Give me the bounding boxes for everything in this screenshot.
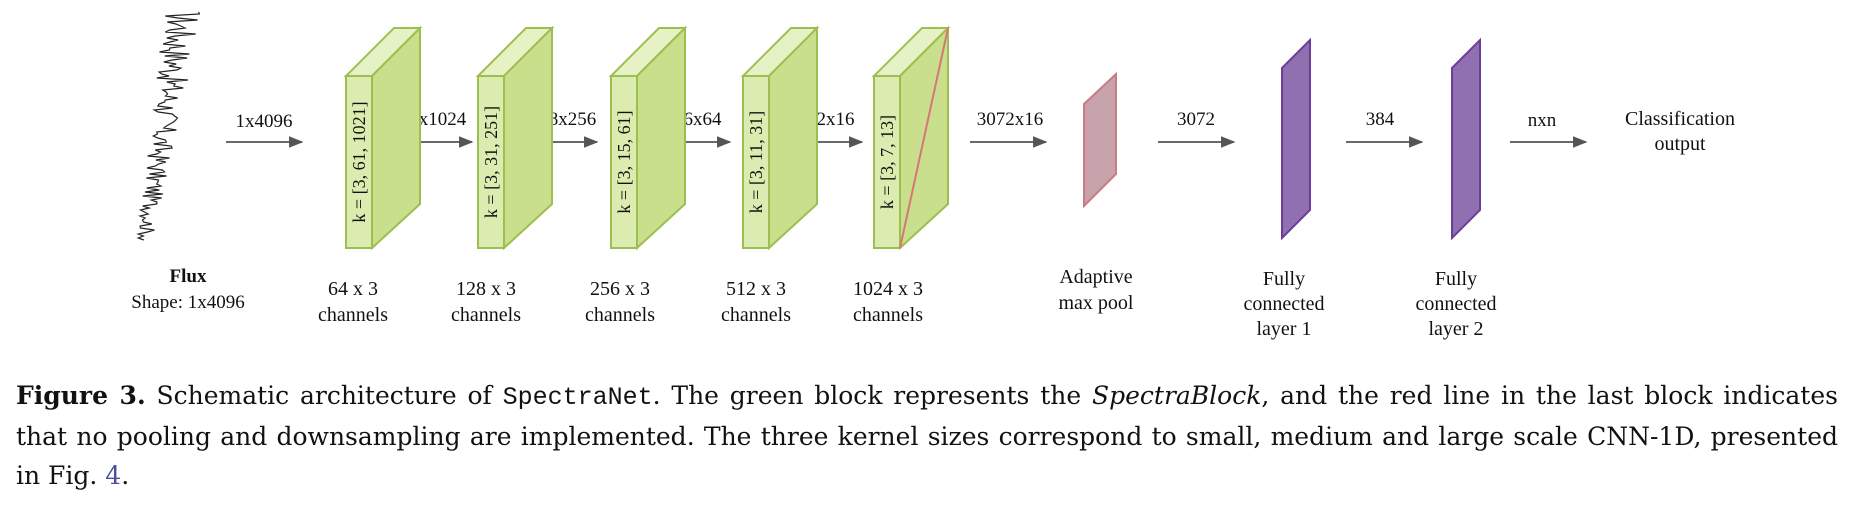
figure-label: Figure 3.	[16, 381, 146, 410]
svg-text:1x4096: 1x4096	[236, 111, 293, 132]
svg-text:k = [3, 7, 13]: k = [3, 7, 13]	[877, 115, 897, 209]
adaptive-max-pool	[1083, 71, 1117, 209]
svg-text:3072: 3072	[1177, 109, 1215, 130]
arrow-7: 3072	[1158, 109, 1236, 148]
spectra-block-1: k = [3, 61, 1021]	[343, 25, 423, 251]
figure-ref-link[interactable]: 4	[105, 461, 122, 490]
channels-label-1: 64 x 3 channels	[318, 278, 388, 326]
svg-text:Classification: Classification	[1625, 108, 1735, 130]
spectra-block-2: k = [3, 31, 251]	[475, 25, 555, 251]
svg-text:384: 384	[1366, 109, 1395, 130]
no-pooling-line	[899, 27, 949, 249]
fc2-label: Fully connected layer 2	[1415, 268, 1496, 340]
svg-text:channels: channels	[318, 304, 388, 326]
spectra-block-4: k = [3, 11, 31]	[740, 25, 820, 251]
svg-text:channels: channels	[853, 304, 923, 326]
svg-text:layer 1: layer 1	[1257, 318, 1312, 340]
fully-connected-layer-2	[1451, 37, 1481, 241]
svg-text:nxn: nxn	[1528, 110, 1557, 131]
svg-text:Fully: Fully	[1263, 268, 1305, 290]
caption-text-1: Schematic architecture of	[145, 381, 503, 410]
architecture-diagram: Flux Shape: 1x4096 1x4096 64x1024 128x25…	[131, 11, 1735, 340]
svg-text:k = [3, 61, 1021]: k = [3, 61, 1021]	[349, 101, 369, 222]
svg-text:connected: connected	[1243, 293, 1324, 315]
model-name: SpectraNet	[502, 383, 653, 412]
block-name: SpectraBlock	[1091, 381, 1262, 410]
caption-text-4: .	[121, 461, 130, 490]
flux-spectrum	[136, 11, 201, 241]
svg-text:256 x 3: 256 x 3	[590, 278, 650, 300]
spectra-block-3: k = [3, 15, 61]	[608, 25, 688, 251]
svg-text:3072x16: 3072x16	[977, 109, 1044, 130]
svg-text:64 x 3: 64 x 3	[328, 278, 378, 300]
pool-label: Adaptive max pool	[1059, 266, 1134, 314]
figure-caption: Figure 3. Schematic architecture of Spec…	[16, 376, 1838, 495]
svg-text:1024 x 3: 1024 x 3	[853, 278, 923, 300]
svg-text:connected: connected	[1415, 293, 1496, 315]
arrow-9: nxn	[1510, 110, 1588, 148]
svg-text:channels: channels	[721, 304, 791, 326]
caption-text-2: . The green block represents the	[652, 381, 1092, 410]
caption-text-3: , and the red line in the last block ind…	[16, 381, 1838, 490]
svg-text:channels: channels	[585, 304, 655, 326]
channels-label-3: 256 x 3 channels	[585, 278, 655, 326]
flux-shape: Shape: 1x4096	[131, 292, 244, 313]
svg-text:512 x 3: 512 x 3	[726, 278, 786, 300]
arrow-6: 3072x16	[970, 109, 1048, 148]
svg-text:layer 2: layer 2	[1429, 318, 1484, 340]
flux-title: Flux	[170, 266, 207, 287]
fully-connected-layer-1	[1281, 37, 1311, 241]
classification-output-label: Classification output	[1625, 108, 1735, 155]
svg-text:output: output	[1654, 133, 1706, 155]
arrow-8: 384	[1346, 109, 1424, 148]
svg-text:k = [3, 31, 251]: k = [3, 31, 251]	[481, 106, 501, 218]
svg-text:128 x 3: 128 x 3	[456, 278, 516, 300]
svg-text:Fully: Fully	[1435, 268, 1477, 290]
svg-text:k = [3, 11, 31]: k = [3, 11, 31]	[746, 111, 766, 213]
spectra-block-5: k = [3, 7, 13]	[871, 25, 951, 251]
svg-text:Adaptive: Adaptive	[1059, 266, 1132, 288]
channels-label-5: 1024 x 3 channels	[853, 278, 923, 326]
arrow-1: 1x4096	[226, 111, 304, 148]
channels-label-4: 512 x 3 channels	[721, 278, 791, 326]
svg-text:k = [3, 15, 61]: k = [3, 15, 61]	[614, 110, 634, 213]
channels-label-2: 128 x 3 channels	[451, 278, 521, 326]
svg-text:channels: channels	[451, 304, 521, 326]
fc1-label: Fully connected layer 1	[1243, 268, 1324, 340]
svg-text:max pool: max pool	[1059, 292, 1134, 314]
